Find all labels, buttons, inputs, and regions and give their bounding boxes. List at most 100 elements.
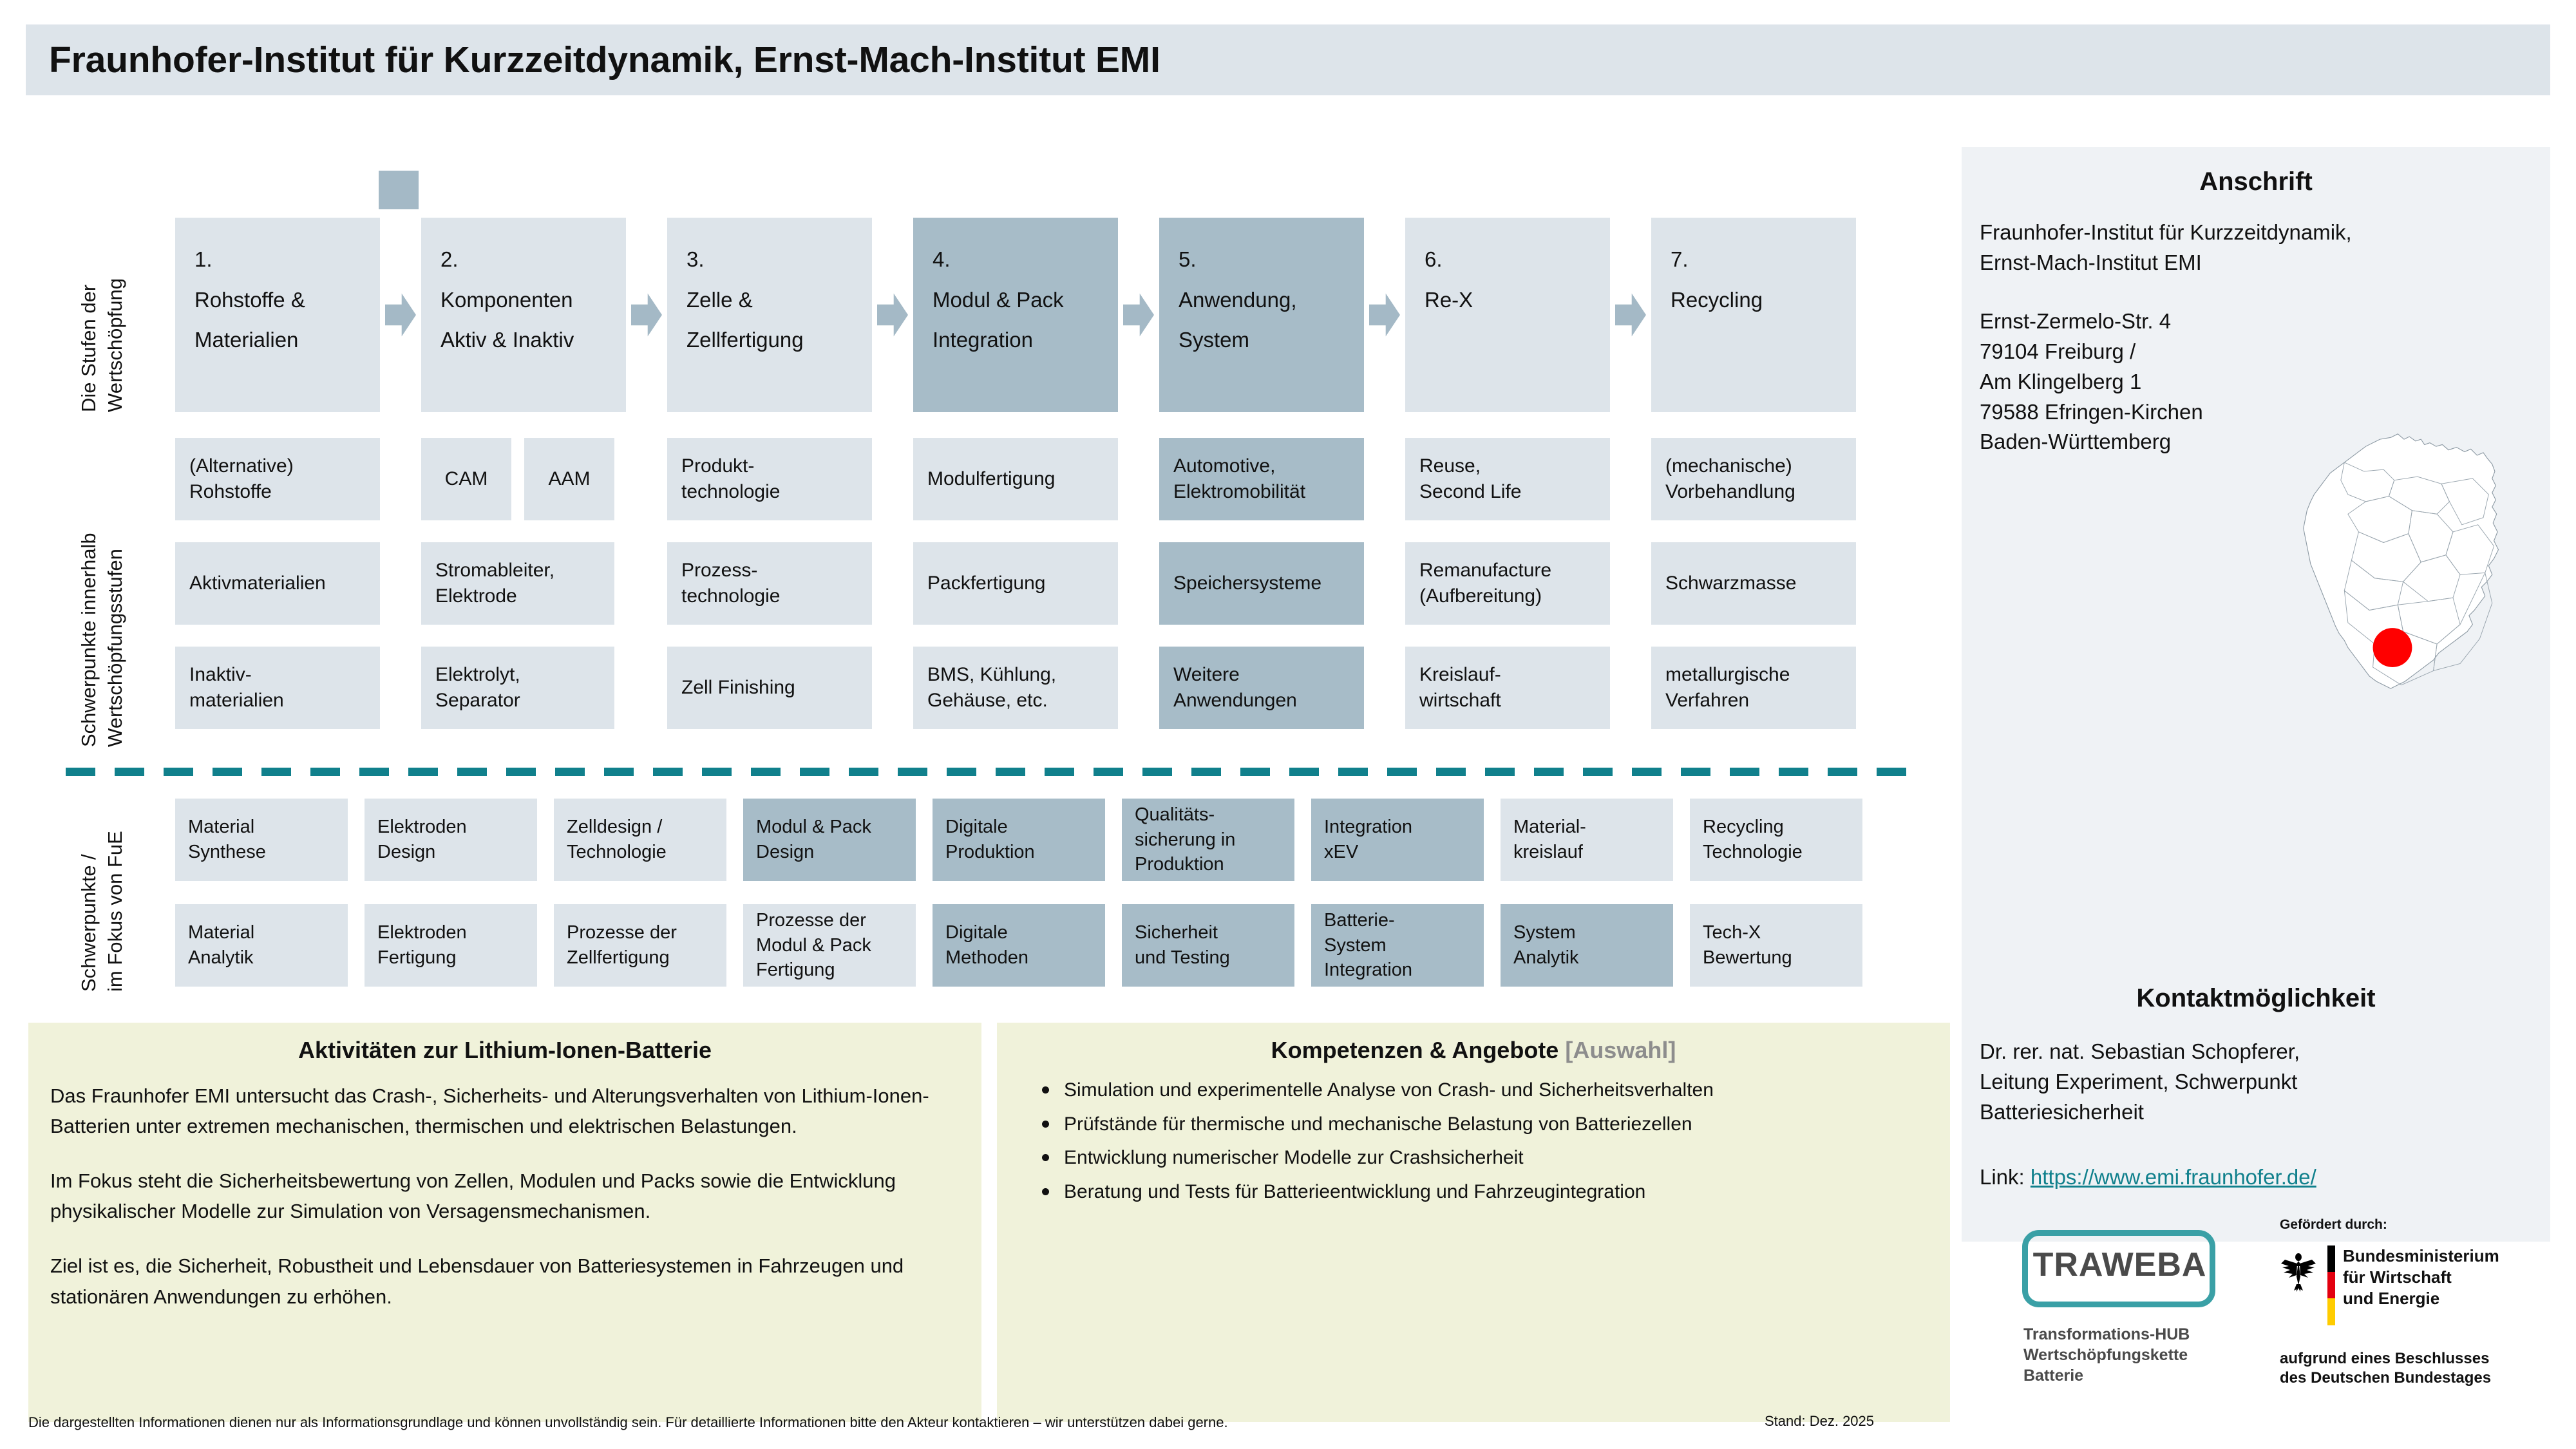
logo-area: TRAWEBA Transformations-HUB Wertschöpfun…	[1990, 1217, 2557, 1410]
focus-rnd-box[interactable]: Material Analytik	[175, 904, 348, 987]
focus-within-box[interactable]: Reuse, Second Life	[1405, 438, 1610, 520]
focus-within-box[interactable]: Modulfertigung	[913, 438, 1118, 520]
competence-item: Beratung und Tests für Batterieentwicklu…	[1042, 1177, 1931, 1208]
stage-marker-square	[379, 171, 419, 209]
stage-label-line1: Komponenten	[440, 287, 573, 312]
focus-within-box[interactable]: BMS, Kühlung, Gehäuse, etc.	[913, 647, 1118, 729]
stage-box-3[interactable]: 3. Zelle & Zellfertigung	[667, 218, 872, 412]
focus-rnd-box[interactable]: Prozesse der Zellfertigung	[554, 904, 726, 987]
focus-within-box[interactable]: (Alternative) Rohstoffe	[175, 438, 380, 520]
focus-rnd-box[interactable]: Integration xEV	[1311, 799, 1484, 881]
contact-person: Dr. rer. nat. Sebastian Schopferer, Leit…	[1980, 1039, 2300, 1124]
stage-box-1[interactable]: 1. Rohstoffe & Materialien	[175, 218, 380, 412]
website-link[interactable]: https://www.emi.fraunhofer.de/	[2030, 1164, 2316, 1189]
stage-label-line1: Modul & Pack	[933, 287, 1064, 312]
focus-rnd-box[interactable]: System Analytik	[1501, 904, 1673, 987]
traweba-wordmark: TRAWEBA	[2032, 1246, 2207, 1283]
traweba-logo: TRAWEBA Transformations-HUB Wertschöpfun…	[2022, 1230, 2235, 1397]
stage-arrow-2	[631, 289, 662, 341]
focus-within-box[interactable]: Produkt- technologie	[667, 438, 872, 520]
stage-label-line1: Anwendung,	[1179, 287, 1297, 312]
page-title-banner: Fraunhofer-Institut für Kurzzeitdynamik,…	[26, 24, 2550, 95]
stage-label-line1: Rohstoffe &	[194, 287, 305, 312]
activities-title: Aktivitäten zur Lithium-Ionen-Batterie	[298, 1037, 712, 1063]
focus-within-box[interactable]: Elektrolyt, Separator	[421, 647, 614, 729]
institute-name: Fraunhofer-Institut für Kurzzeitdynamik,…	[1980, 220, 2352, 274]
stage-number: 6.	[1425, 247, 1443, 271]
federal-eagle-icon	[2280, 1247, 2317, 1293]
axis-label-stages: Die Stufen der Wertschöpfung	[77, 278, 126, 412]
focus-rnd-box[interactable]: Zelldesign / Technologie	[554, 799, 726, 881]
focus-rnd-box[interactable]: Material- kreislauf	[1501, 799, 1673, 881]
stage-label-line2: Integration	[933, 328, 1033, 352]
germany-map	[2254, 425, 2531, 728]
competences-list: Simulation und experimentelle Analyse vo…	[997, 1075, 1950, 1207]
stage-label-line1: Recycling	[1671, 287, 1763, 312]
stage-label-line2: Materialien	[194, 328, 299, 352]
stage-arrow-1	[385, 289, 416, 341]
bundestag-decision-note: aufgrund eines Beschlusses des Deutschen…	[2280, 1350, 2492, 1387]
stage-label-line2: Zellfertigung	[687, 328, 804, 352]
stage-label-line1: Zelle &	[687, 287, 753, 312]
page-title: Fraunhofer-Institut für Kurzzeitdynamik,…	[49, 39, 1160, 80]
focus-rnd-box[interactable]: Elektroden Fertigung	[365, 904, 537, 987]
stage-label-line2: System	[1179, 328, 1250, 352]
funded-by-label: Gefördert durch:	[2280, 1217, 2387, 1232]
axis-label-focus-within: Schwerpunkte innerhalb Wertschöpfungsstu…	[77, 533, 126, 747]
focus-rnd-box[interactable]: Elektroden Design	[365, 799, 537, 881]
focus-within-box[interactable]: Kreislauf- wirtschaft	[1405, 647, 1610, 729]
stage-number: 3.	[687, 247, 705, 271]
focus-rnd-box[interactable]: Qualitäts- sicherung in Produktion	[1122, 799, 1294, 881]
stage-arrow-3	[877, 289, 908, 341]
focus-rnd-box[interactable]: Sicherheit und Testing	[1122, 904, 1294, 987]
focus-within-box[interactable]: Aktivmaterialien	[175, 542, 380, 625]
focus-within-box[interactable]: Automotive, Elektromobilität	[1159, 438, 1364, 520]
focus-rnd-box[interactable]: Tech-X Bewertung	[1690, 904, 1862, 987]
focus-within-box[interactable]: Inaktiv- materialien	[175, 647, 380, 729]
stage-arrow-4	[1123, 289, 1154, 341]
teal-dashed-divider	[66, 768, 1920, 776]
focus-within-box[interactable]: Packfertigung	[913, 542, 1118, 625]
focus-within-box[interactable]: Prozess- technologie	[667, 542, 872, 625]
footer-stand-date: Stand: Dez. 2025	[1765, 1413, 1875, 1429]
competences-title: Kompetenzen & Angebote [Auswahl]	[997, 1023, 1950, 1064]
focus-rnd-box[interactable]: Prozesse der Modul & Pack Fertigung	[743, 904, 916, 987]
german-flag-bar	[2327, 1245, 2335, 1325]
focus-within-box[interactable]: Schwarzmasse	[1651, 542, 1856, 625]
focus-within-box[interactable]: Stromableiter, Elektrode	[421, 542, 614, 625]
axis-label-focus-rnd: Schwerpunkte / im Fokus von FuE	[77, 831, 126, 992]
activities-panel: Aktivitäten zur Lithium-Ionen-Batterie D…	[28, 1023, 981, 1422]
stage-box-5[interactable]: 5.Anwendung,System	[1159, 218, 1364, 412]
focus-within-box[interactable]: Remanufacture (Aufbereitung)	[1405, 542, 1610, 625]
address-heading: Anschrift	[2199, 167, 2313, 196]
focus-rnd-box[interactable]: Recycling Technologie	[1690, 799, 1862, 881]
stage-label-line1: Re-X	[1425, 287, 1473, 312]
competence-item: Prüfstände für thermische und mechanisch…	[1042, 1110, 1931, 1140]
competences-title-dim: [Auswahl]	[1565, 1037, 1676, 1063]
contact-link-row: Link: https://www.emi.fraunhofer.de/	[1980, 1132, 2533, 1193]
focus-within-box[interactable]: Speichersysteme	[1159, 542, 1364, 625]
stage-box-6[interactable]: 6. Re-X	[1405, 218, 1610, 412]
focus-within-box[interactable]: metallurgische Verfahren	[1651, 647, 1856, 729]
contact-heading: Kontaktmöglichkeit	[2136, 984, 2376, 1012]
focus-rnd-box[interactable]: Digitale Produktion	[933, 799, 1105, 881]
stage-number: 4.	[933, 247, 951, 271]
stage-box-7[interactable]: 7. Recycling	[1651, 218, 1856, 412]
focus-rnd-box[interactable]: Batterie- System Integration	[1311, 904, 1484, 987]
stage-arrow-6	[1615, 289, 1646, 341]
traweba-frame	[2022, 1230, 2215, 1307]
ministry-name: Bundesministerium für Wirtschaft und Ene…	[2343, 1246, 2499, 1308]
focus-within-box[interactable]: (mechanische) Vorbehandlung	[1651, 438, 1856, 520]
focus-rnd-box[interactable]: Digitale Methoden	[933, 904, 1105, 987]
focus-within-box[interactable]: AAM	[524, 438, 614, 520]
focus-within-box[interactable]: Zell Finishing	[667, 647, 872, 729]
stage-number: 7.	[1671, 247, 1689, 271]
focus-within-box[interactable]: CAM	[421, 438, 511, 520]
focus-within-box[interactable]: Weitere Anwendungen	[1159, 647, 1364, 729]
focus-rnd-box[interactable]: Modul & Pack Design	[743, 799, 916, 881]
stage-number: 1.	[194, 247, 213, 271]
focus-rnd-box[interactable]: Material Synthese	[175, 799, 348, 881]
map-location-marker	[2372, 628, 2412, 667]
